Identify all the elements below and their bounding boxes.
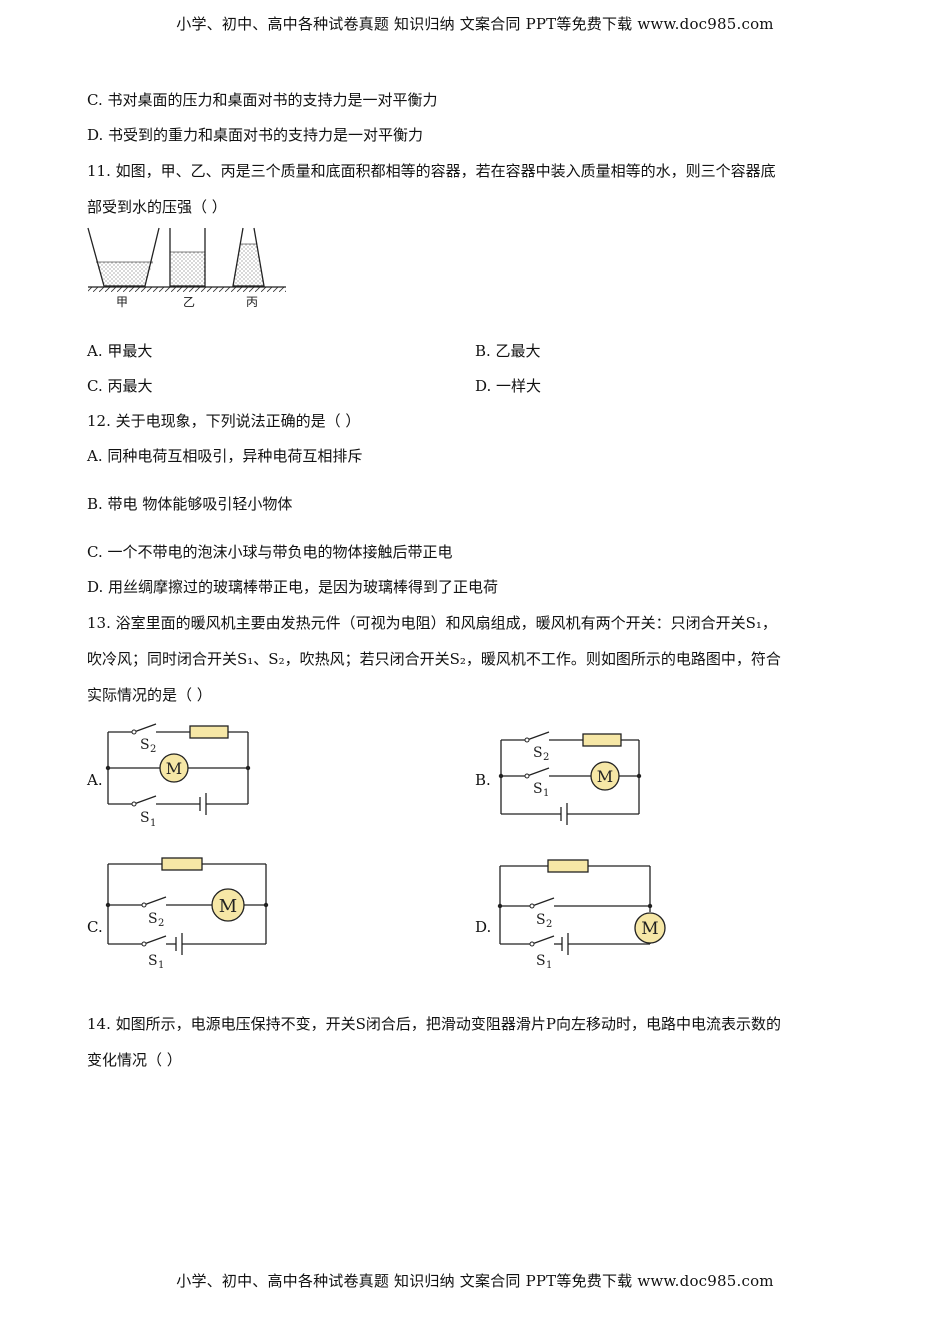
label-yi: 乙 <box>183 295 195 309</box>
q13-circuit-a: M S 2 S 1 <box>105 723 251 829</box>
s1-label: S <box>536 953 546 969</box>
motor-label: M <box>641 919 658 939</box>
container-jia-water <box>96 262 153 286</box>
q13-stem-line3: 实际情况的是（ ） <box>87 686 212 704</box>
q12-option-b: B. 带电 物体能够吸引轻小物体 <box>87 495 293 513</box>
s1-label: S <box>148 953 158 969</box>
motor-label: M <box>219 896 237 917</box>
q13-stem-line2: 吹冷风；同时闭合开关S₁、S₂，吹热风；若只闭合开关S₂，暖风机不工作。则如图所… <box>87 650 781 668</box>
s2-label: S <box>148 911 158 927</box>
s2-subscript: 2 <box>158 918 164 929</box>
q10-option-c: C. 书对桌面的压力和桌面对书的支持力是一对平衡力 <box>87 91 438 109</box>
s2-subscript: 2 <box>546 919 552 930</box>
q13-stem-line1: 13. 浴室里面的暖风机主要由发热元件（可视为电阻）和风扇组成，暖风机有两个开关… <box>87 614 777 632</box>
s1-label: S <box>533 781 543 797</box>
s2-subscript: 2 <box>543 752 549 763</box>
q11-option-c: C. 丙最大 <box>87 377 153 395</box>
motor-label: M <box>166 759 182 778</box>
q12-option-a: A. 同种电荷互相吸引，异种电荷互相排斥 <box>87 447 363 465</box>
motor <box>211 888 245 922</box>
q12-option-c: C. 一个不带电的泡沫小球与带负电的物体接触后带正电 <box>87 543 453 561</box>
q11-stem-line2: 部受到水的压强（ ） <box>87 198 227 216</box>
s2-label: S <box>140 737 150 753</box>
q10-option-d: D. 书受到的重力和桌面对书的支持力是一对平衡力 <box>87 126 424 144</box>
motor-label: M <box>597 767 613 786</box>
s2-label: S <box>533 745 543 761</box>
s2-subscript: 2 <box>150 744 156 755</box>
page-footer: 小学、初中、高中各种试卷真题 知识归纳 文案合同 PPT等免费下载 www.do… <box>176 1272 774 1290</box>
q14-stem-line1: 14. 如图所示，电源电压保持不变，开关S闭合后，把滑动变阻器滑片P向左移动时，… <box>87 1015 781 1033</box>
resistor <box>189 725 229 739</box>
resistor <box>161 857 203 871</box>
q13-label-c: C. <box>87 918 103 936</box>
s1-label: S <box>140 810 150 826</box>
q13-label-a: A. <box>87 771 103 789</box>
motor <box>590 761 620 791</box>
q13-circuit-c: M S 2 S 1 <box>105 857 269 971</box>
q13-circuit-d: M S 2 S 1 <box>497 859 666 971</box>
resistor <box>547 859 589 873</box>
page-header: 小学、初中、高中各种试卷真题 知识归纳 文案合同 PPT等免费下载 www.do… <box>176 15 774 33</box>
q13-circuit-b: M S 2 S 1 <box>498 731 642 825</box>
container-yi <box>169 228 206 287</box>
q12-option-d: D. 用丝绸摩擦过的玻璃棒带正电，是因为玻璃棒得到了正电荷 <box>87 578 499 596</box>
s1-subscript: 1 <box>150 818 156 829</box>
q11-option-a: A. 甲最大 <box>87 342 153 360</box>
container-bing-water <box>233 244 264 286</box>
q11-stem-line1: 11. 如图，甲、乙、丙是三个质量和底面积都相等的容器，若在容器中装入质量相等的… <box>87 162 776 180</box>
s1-subscript: 1 <box>546 960 552 971</box>
s1-subscript: 1 <box>158 960 164 971</box>
q11-option-d: D. 一样大 <box>475 377 542 395</box>
container-yi-water <box>170 252 205 286</box>
q12-stem: 12. 关于电现象，下列说法正确的是（ ） <box>87 412 361 430</box>
motor <box>159 753 189 783</box>
s2-label: S <box>536 912 546 928</box>
label-jia: 甲 <box>116 295 128 309</box>
s1-subscript: 1 <box>543 788 549 799</box>
motor <box>634 912 666 944</box>
container-jia <box>87 227 160 287</box>
label-bing: 丙 <box>246 295 258 309</box>
q11-containers-figure: 甲 乙 丙 <box>87 227 286 309</box>
q13-label-b: B. <box>475 771 491 789</box>
q11-option-b: B. 乙最大 <box>475 342 541 360</box>
q14-stem-line2: 变化情况（ ） <box>87 1051 182 1069</box>
resistor <box>582 733 622 747</box>
container-bing <box>232 227 265 287</box>
q13-label-d: D. <box>475 918 492 936</box>
